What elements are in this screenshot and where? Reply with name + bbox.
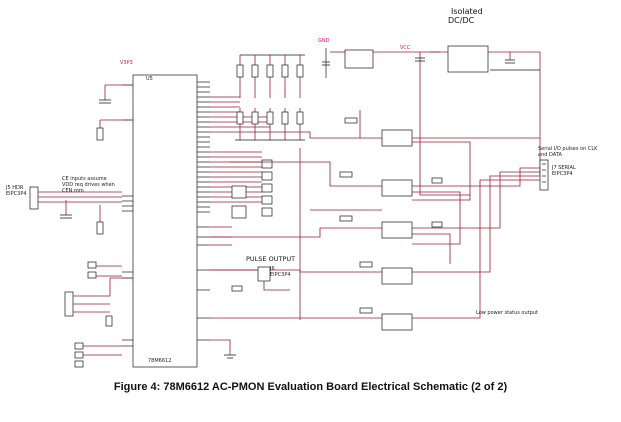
net-v3p3-label: V3P3 <box>120 60 133 66</box>
connector-j5 <box>29 186 122 235</box>
dcdc-isolated <box>415 45 541 196</box>
pulse-output-title: PULSE OUTPUT <box>246 255 296 263</box>
testpoint-block <box>231 159 273 219</box>
net-gnd-label: GND <box>318 38 330 44</box>
net-vcc-label: VCC <box>400 45 411 51</box>
connector-j6-label: J6 EIPC3P4 <box>270 266 291 278</box>
opto-u7 <box>230 161 540 197</box>
isolated-dcdc-label-1: Isolated <box>451 7 483 16</box>
ic-u5-right-pins <box>197 81 210 341</box>
connector-j7-label: J7 SERIAL EIPC3P4 <box>552 165 576 177</box>
serial-io-note: Serial I/O pulses on CLK and DATA <box>538 146 598 158</box>
ce-input-note: CE inputs assume VDD req drives when CEN… <box>62 176 115 194</box>
opto-u8 <box>210 171 540 239</box>
ic-u5-part: 78M6612 <box>148 358 172 364</box>
ic-u5-ref: U5 <box>146 76 153 82</box>
cross-wires <box>299 141 471 320</box>
connector-j7 <box>539 159 549 191</box>
left-top-passives <box>96 84 133 141</box>
isolated-dcdc-label-2: DC/DC <box>448 16 475 25</box>
status-output-note: Low power status output <box>476 310 538 316</box>
ic-u5-left-pins <box>122 84 133 347</box>
pulse-output <box>210 266 290 292</box>
figure-caption: Figure 4: 78M6612 AC-PMON Evaluation Boa… <box>113 381 508 393</box>
regulator-vr2 <box>322 48 440 78</box>
opto-u10 <box>210 179 540 331</box>
opto-u6 <box>210 110 540 147</box>
connector-debug <box>64 261 133 368</box>
ic-u5-body <box>132 74 198 368</box>
bottom-wires <box>210 339 236 359</box>
connector-j5-label: J5 HDR EIPC3P4 <box>6 185 27 197</box>
resistor-ladder <box>235 54 305 141</box>
